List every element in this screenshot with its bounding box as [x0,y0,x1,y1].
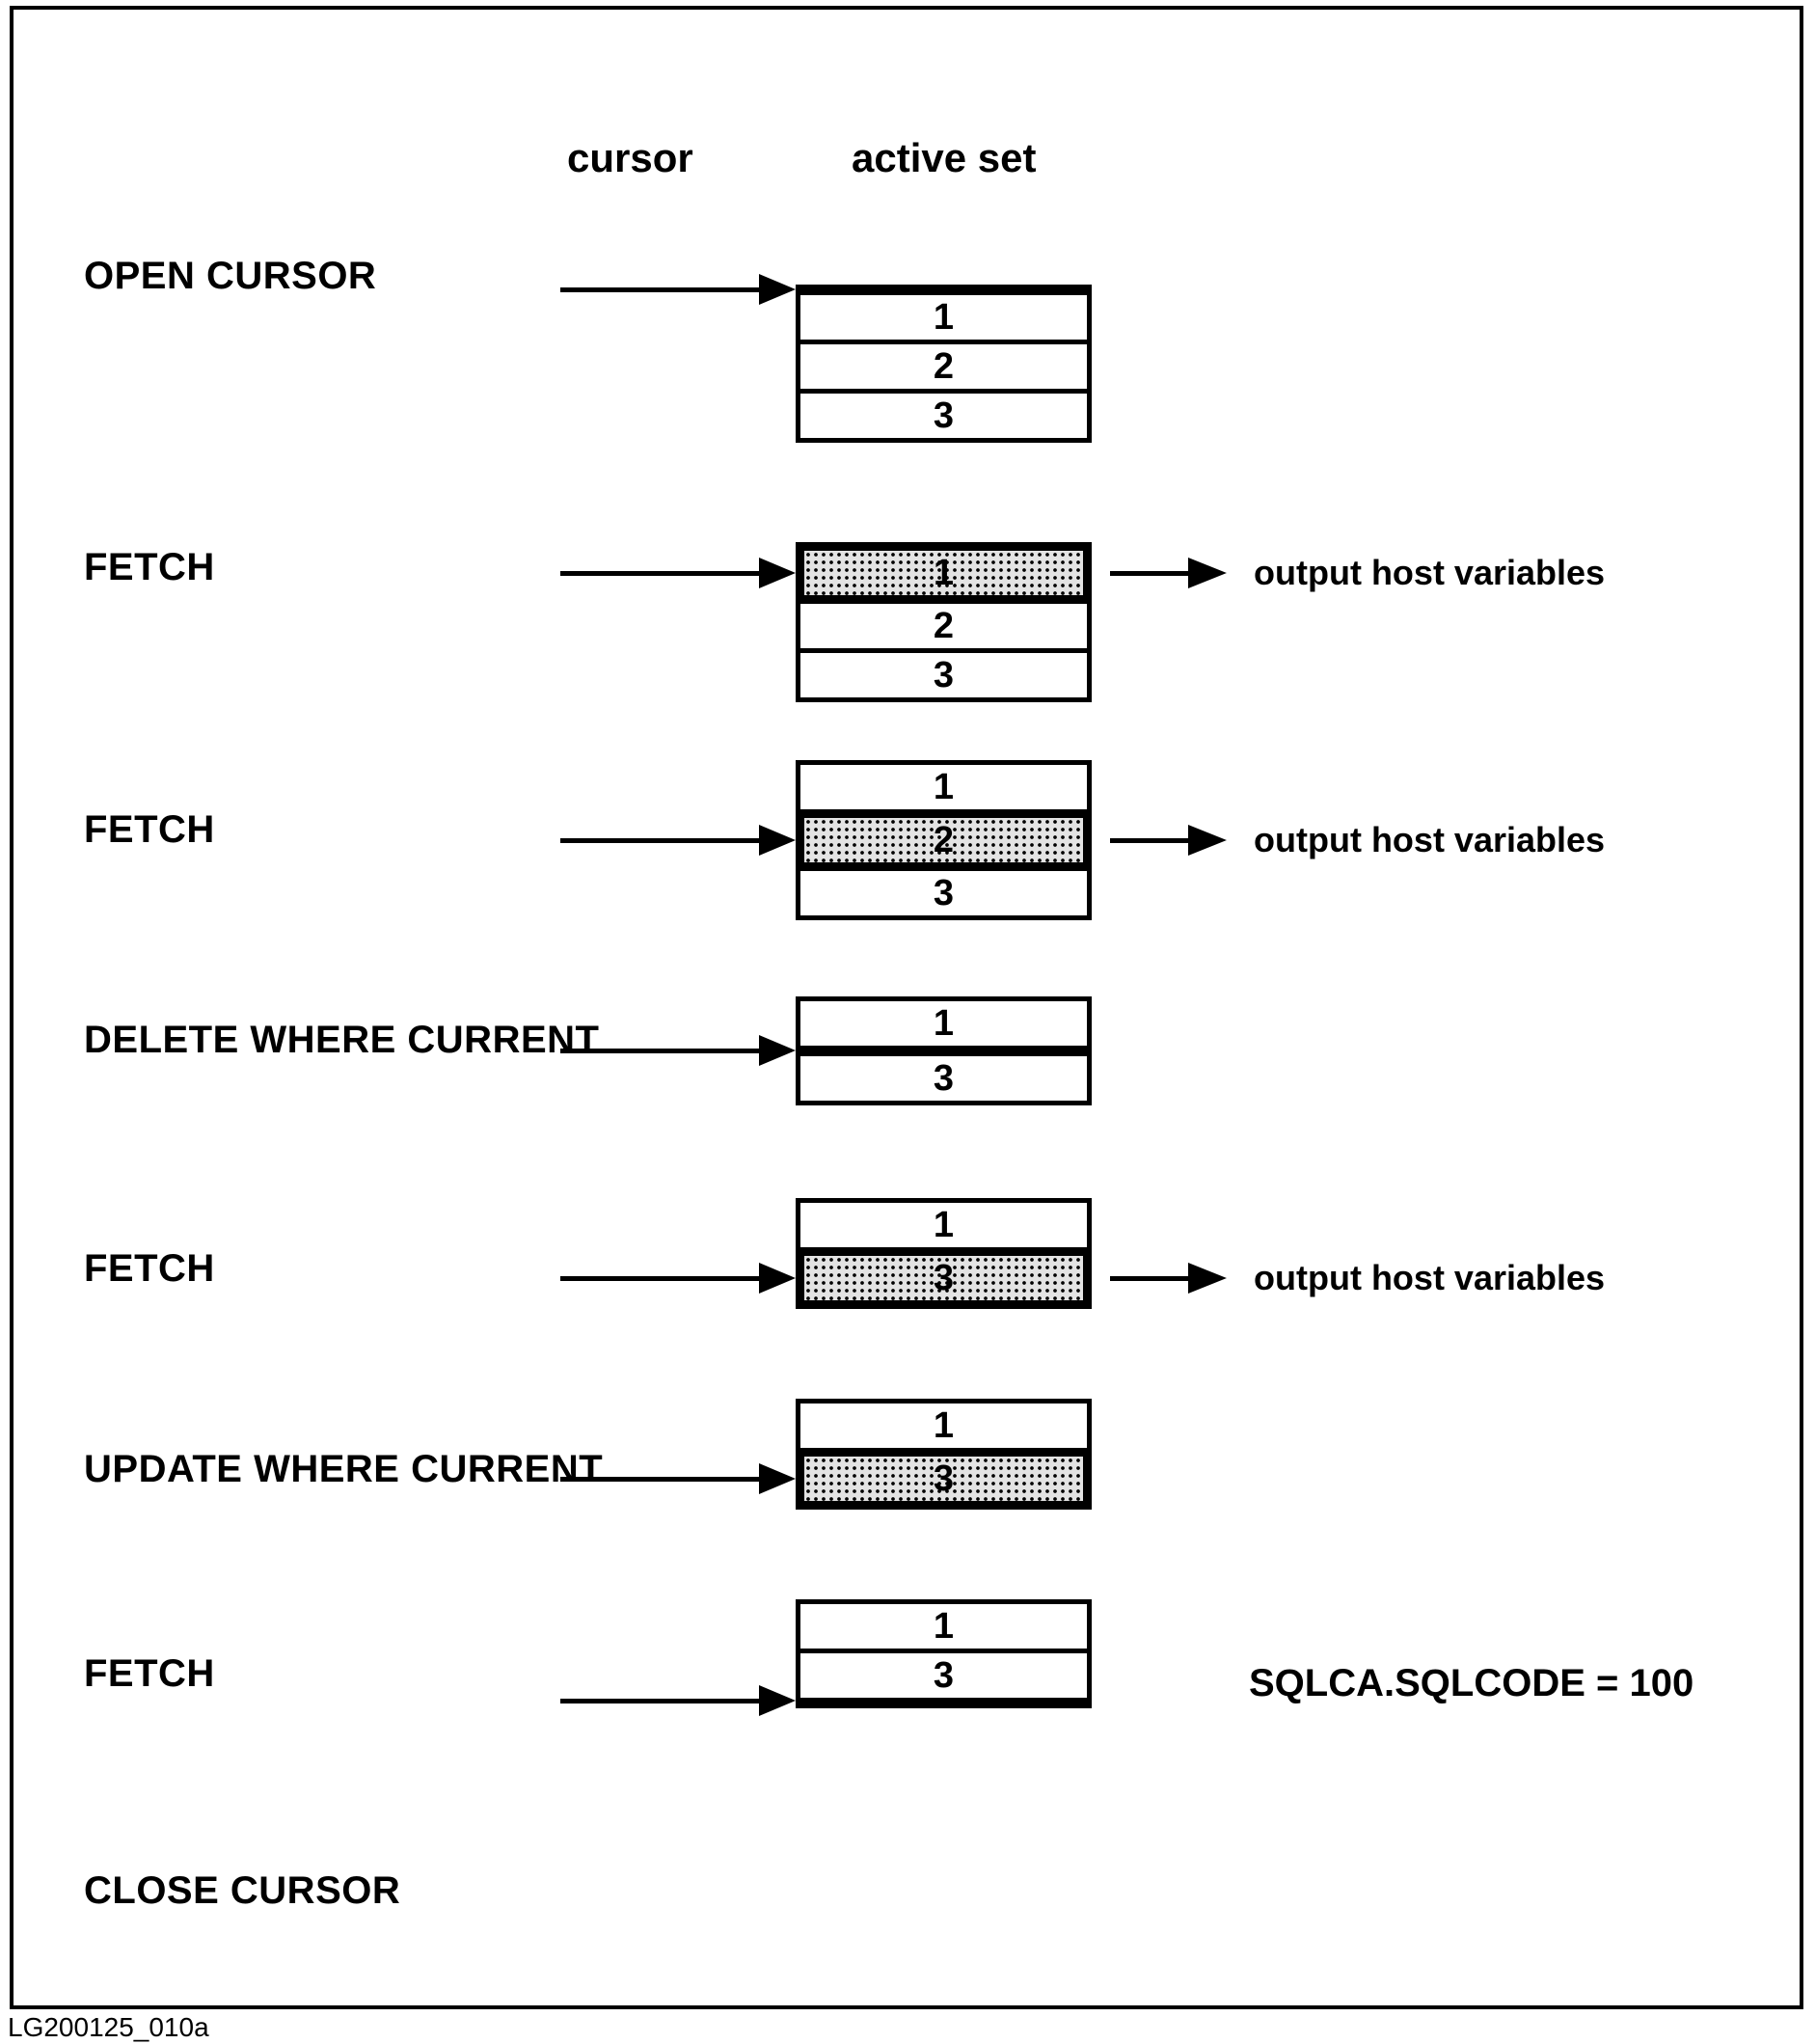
active-set-row: 1 [796,760,1092,809]
output-arrowhead-icon [1188,558,1227,588]
active-set-row: 3 [796,871,1092,920]
cursor-arrowhead-icon [759,1263,796,1294]
active-set-row: 3 [796,389,1092,443]
active-set-row: 1 [796,1599,1092,1649]
figure-code: LG200125_010a [8,2012,209,2042]
active-set-row: 1 [796,285,1092,340]
output-host-variables-label: output host variables [1254,1258,1606,1297]
cursor-arrowhead-icon [759,1685,796,1716]
active-set-box: 1 3 [796,1198,1092,1309]
stage-label-open-cursor: OPEN CURSOR [84,255,377,297]
column-header-cursor: cursor [567,135,693,180]
active-set-box: 1 3 [796,1599,1092,1708]
cursor-arrow-line [560,1699,759,1703]
cursor-arrow-line [560,571,759,576]
active-set-row: 3 [796,1649,1092,1708]
stage-label-fetch-1: FETCH [84,546,215,588]
output-arrow-line [1110,571,1188,576]
sqlcode-annotation: SQLCA.SQLCODE = 100 [1249,1662,1694,1704]
active-set-box: 1 2 3 [796,542,1092,702]
active-set-box: 1 2 3 [796,760,1092,920]
output-arrow-line [1110,1276,1188,1281]
cursor-arrow-line [560,1276,759,1281]
column-header-active-set: active set [852,135,1037,180]
output-host-variables-label: output host variables [1254,820,1606,859]
active-set-row: 1 [796,1198,1092,1247]
stage-label-close-cursor: CLOSE CURSOR [84,1869,401,1912]
output-arrowhead-icon [1188,825,1227,856]
cursor-arrowhead-icon [759,274,796,305]
active-set-row-current: 3 [796,1448,1092,1510]
active-set-row-current: 1 [796,542,1092,604]
cursor-arrow-line [560,1477,759,1482]
stage-label-delete-where-current: DELETE WHERE CURRENT [84,1019,600,1061]
cursor-arrowhead-icon [759,558,796,588]
cursor-arrow-line [560,1049,759,1053]
active-set-row: 3 [796,1046,1092,1105]
cursor-arrowhead-icon [759,1463,796,1494]
active-set-box: 1 3 [796,996,1092,1105]
cursor-arrow-line [560,287,759,292]
cursor-arrowhead-icon [759,825,796,856]
active-set-row: 2 [796,604,1092,648]
stage-label-fetch-3: FETCH [84,1247,215,1290]
active-set-row: 3 [796,648,1092,702]
active-set-row-current: 2 [796,809,1092,871]
active-set-box: 1 2 3 [796,285,1092,443]
cursor-arrow-line [560,838,759,843]
output-arrowhead-icon [1188,1263,1227,1294]
stage-label-update-where-current: UPDATE WHERE CURRENT [84,1448,604,1490]
output-host-variables-label: output host variables [1254,553,1606,592]
output-arrow-line [1110,838,1188,843]
active-set-box: 1 3 [796,1399,1092,1510]
active-set-row: 1 [796,1399,1092,1448]
cursor-arrowhead-icon [759,1035,796,1066]
active-set-row: 1 [796,996,1092,1046]
active-set-row: 2 [796,340,1092,389]
active-set-row-current: 3 [796,1247,1092,1309]
stage-label-fetch-4: FETCH [84,1652,215,1695]
stage-label-fetch-2: FETCH [84,808,215,851]
